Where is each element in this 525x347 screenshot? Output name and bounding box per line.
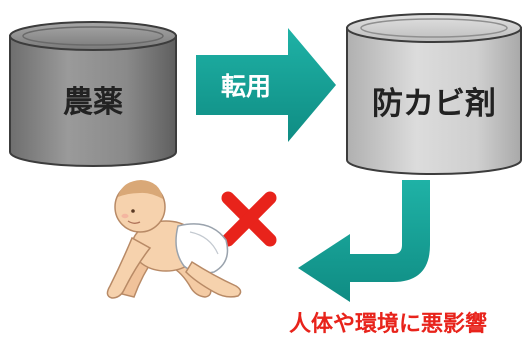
caption-text: 人体や環境に悪影響: [289, 311, 487, 337]
baby-crawling-icon: [106, 180, 242, 299]
source-drum: 農薬: [9, 21, 177, 167]
target-drum-label: 防カビ剤: [372, 86, 496, 122]
target-drum: 防カビ剤: [346, 13, 522, 175]
source-drum-label: 農薬: [63, 85, 123, 120]
return-arrow: [298, 180, 430, 302]
red-x-icon: [221, 191, 277, 247]
transfer-arrow-label: 転用: [221, 72, 271, 101]
transfer-arrow: 転用: [196, 28, 336, 142]
